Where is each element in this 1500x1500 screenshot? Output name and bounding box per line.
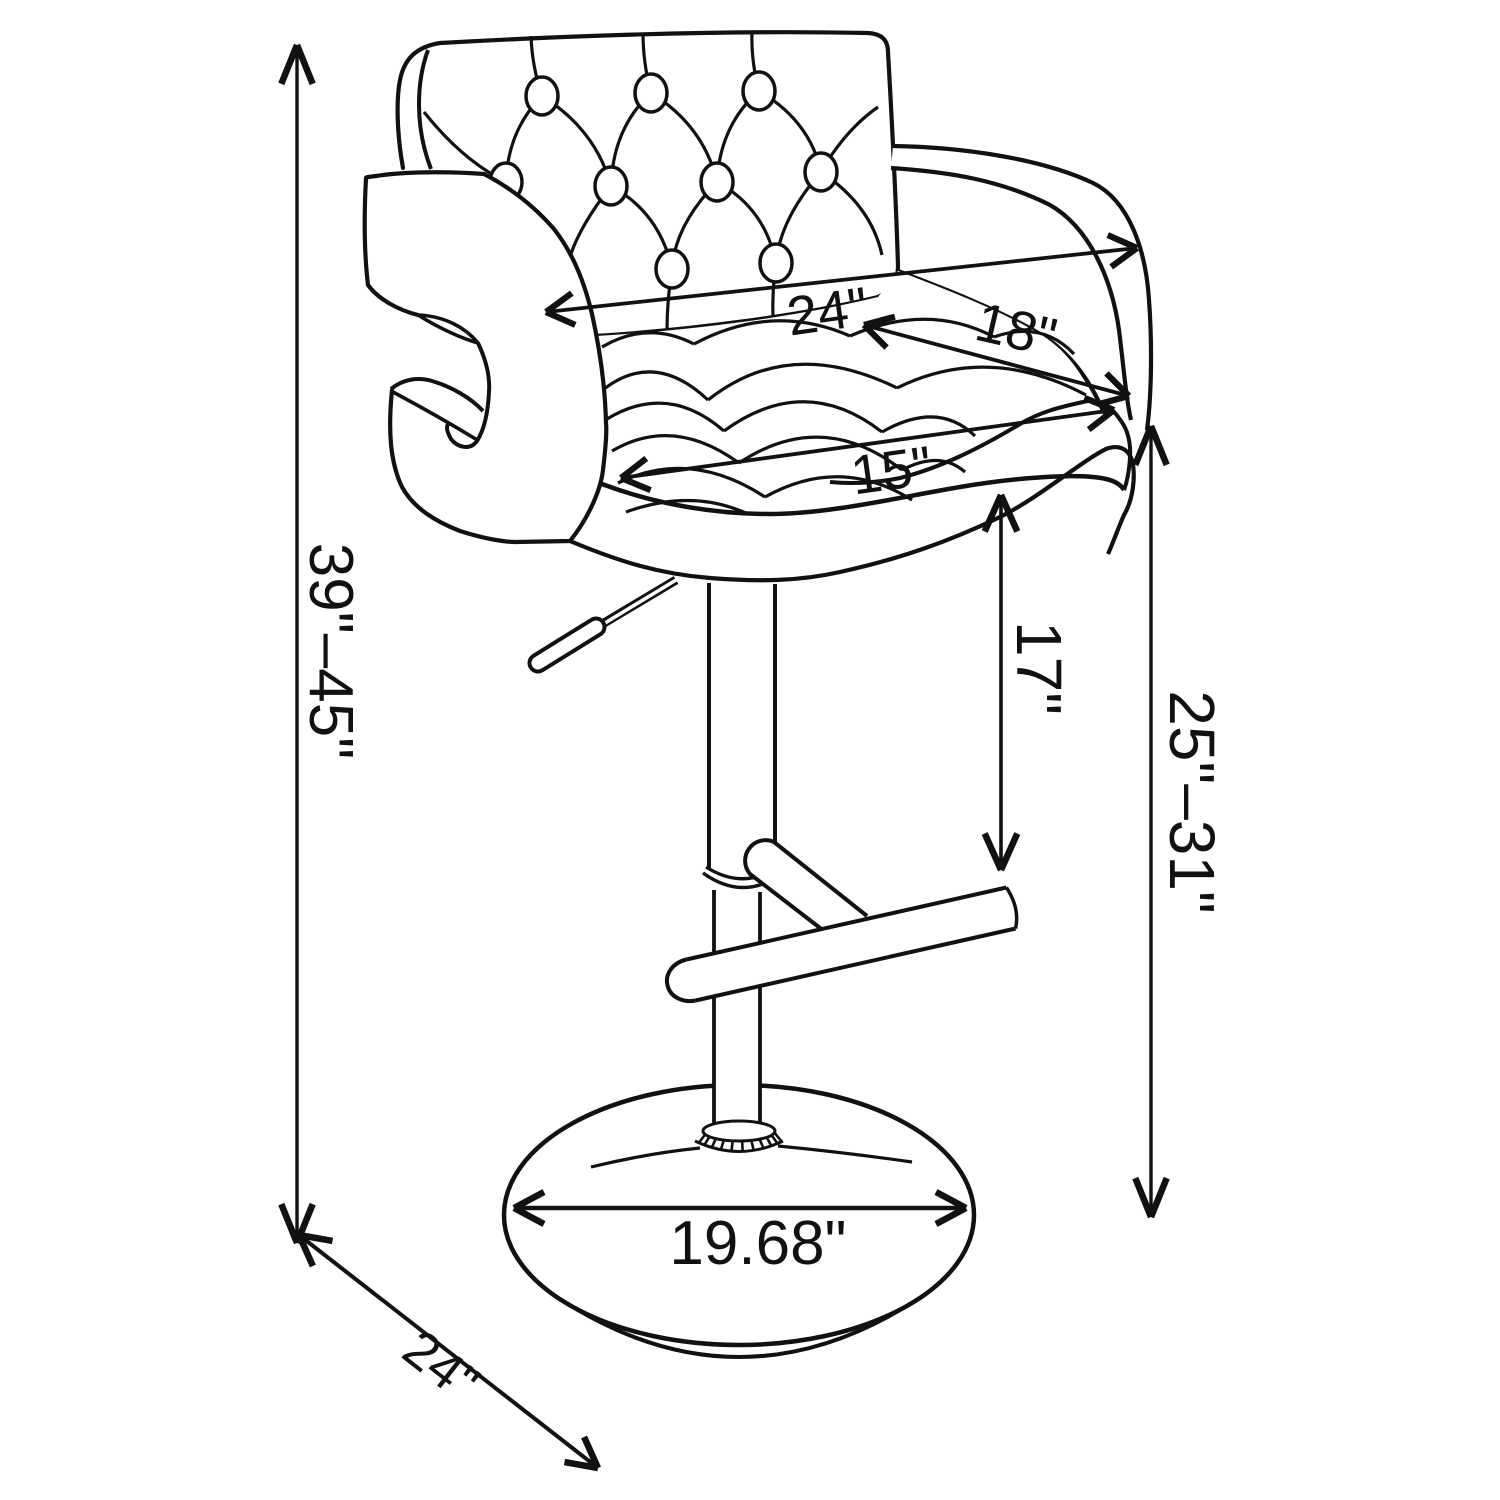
svg-text:17": 17" <box>1003 621 1075 715</box>
svg-text:24": 24" <box>783 275 872 348</box>
svg-text:39"–45": 39"–45" <box>296 543 365 759</box>
svg-text:15": 15" <box>847 434 936 507</box>
svg-text:25"–31": 25"–31" <box>1156 690 1228 913</box>
svg-text:19.68": 19.68" <box>669 1209 846 1278</box>
